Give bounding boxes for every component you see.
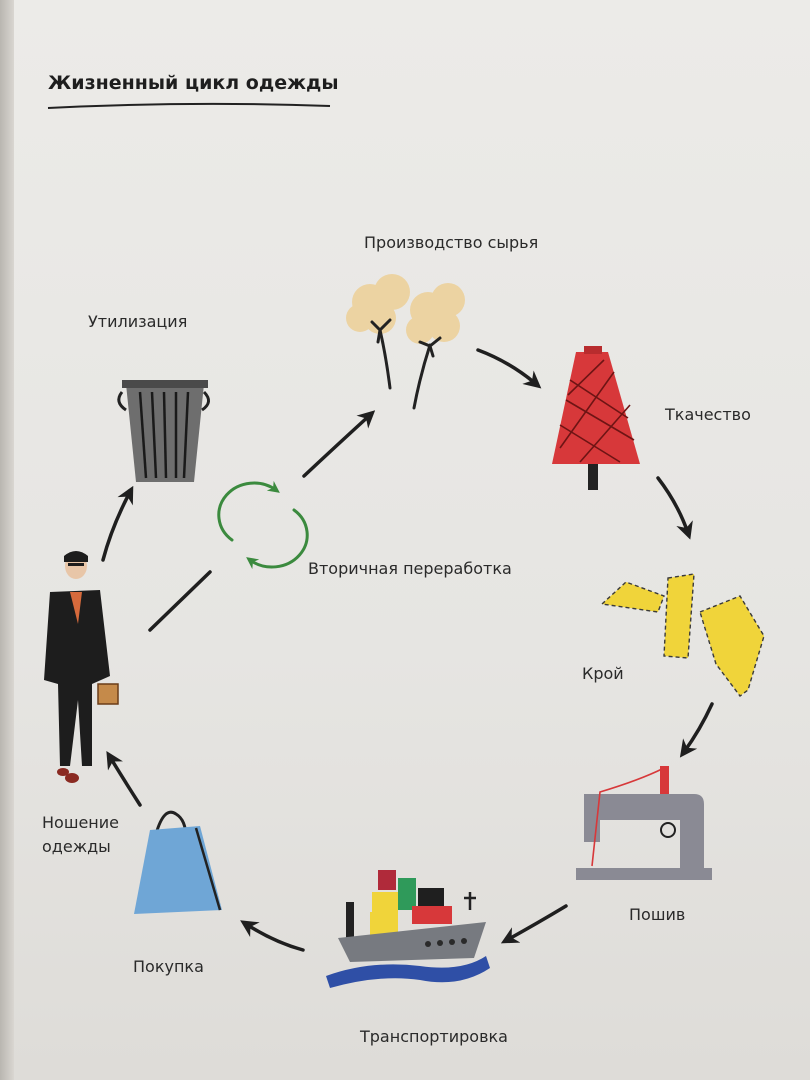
title-underline (47, 102, 331, 109)
arrow-raw-to-weaving (476, 348, 542, 389)
label-raw-materials: Производство сырья (364, 233, 538, 252)
label-transport: Транспортировка (359, 1027, 508, 1046)
arrow-weaving-to-cutting (656, 476, 693, 540)
label-purchase: Покупка (133, 957, 204, 976)
arrow-transport-to-purchase (240, 920, 305, 952)
label-recycling: Вторичная переработка (308, 559, 512, 578)
pattern-pieces-icon (600, 573, 765, 697)
arrow-cutting-to-sewing (679, 702, 714, 758)
label-sewing: Пошив (629, 905, 685, 924)
trash-bin-icon (117, 380, 210, 482)
arrow-wearing-to-recycling-line (148, 570, 212, 632)
arrow-purchase-to-wearing (106, 751, 142, 807)
man-in-suit-icon (44, 551, 119, 783)
recycle-icon (217, 480, 309, 570)
label-wearing-line1: Ношение (42, 813, 119, 832)
cargo-ship-icon (326, 870, 490, 988)
label-weaving: Ткачество (664, 405, 751, 424)
thread-spool-icon (552, 346, 640, 490)
book-spine-shadow (0, 0, 14, 1080)
arrow-recycling-to-raw (302, 410, 376, 478)
label-disposal: Утилизация (88, 312, 187, 331)
cotton-plant-icon (346, 274, 465, 410)
sewing-machine-icon (576, 766, 712, 880)
label-wearing-line2: одежды (42, 837, 111, 856)
arrow-sewing-to-transport (500, 904, 568, 944)
shopping-bag-icon (134, 810, 222, 914)
arrow-wearing-to-disposal (101, 485, 134, 562)
label-cutting: Крой (582, 664, 624, 683)
diagram-title: Жизненный цикл одежды (48, 72, 339, 94)
